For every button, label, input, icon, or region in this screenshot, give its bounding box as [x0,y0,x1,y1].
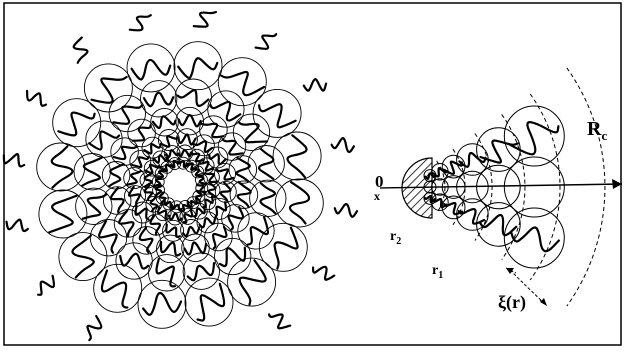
star-chain-end [194,12,216,27]
star-chain-segment [83,194,107,218]
star-chain-end [38,276,54,295]
star-chain-segment [140,228,153,253]
star-chain-segment [248,217,268,245]
star-chain-segment [288,135,307,177]
star-chain-segment [290,182,309,223]
star-chain-segment [200,218,216,227]
star-blob [174,42,222,90]
x-axis-label: x [374,189,380,203]
star-chain-segment [275,228,298,269]
Rc-label: Rc [587,118,607,143]
star-chain-segment [127,171,141,185]
xi-label: ξ(r) [498,292,526,313]
star-chain-segment [220,248,245,266]
star-chain-segment [89,131,119,149]
star-chain-end [74,38,88,63]
star-chain-segment [52,147,73,188]
star-polymer [4,12,357,340]
star-chain-end [7,220,28,231]
star-chain-segment [223,139,243,154]
schematic-chain-segment [511,228,559,252]
r2-label: r2 [390,229,401,247]
star-chain-segment [238,182,251,207]
star-chain-end [335,204,357,217]
star-chain-segment [165,201,173,207]
star-chain-end [27,91,46,106]
star-blob [259,223,307,271]
star-chain-segment [109,164,124,186]
star-blob [90,220,126,256]
star-chain-segment [161,242,180,255]
star-chain-segment [259,149,273,179]
star-chain-segment [178,90,209,106]
star-chain-segment [221,72,264,95]
star-chain-end [332,138,354,152]
star-blob [218,58,266,106]
star-chain-segment [228,207,243,229]
star-chain-segment [132,157,148,167]
star-chain-segment [49,196,76,233]
star-chain-segment [82,158,102,186]
star-blob [222,205,250,233]
r1-label: r1 [432,263,443,281]
star-chain-segment [120,254,148,269]
star-chain-segment [178,134,195,144]
star-blob [149,255,185,291]
star-chain-segment [92,77,127,103]
schematic-blob [442,196,465,219]
star-blob [86,121,122,157]
star-chain-end [313,267,334,280]
star-blob [39,190,87,238]
star-chain-segment [114,106,143,124]
star-blob [253,89,301,137]
star-blob [109,95,145,131]
star-chain-segment [259,104,296,127]
star-chain-end [87,316,101,340]
star-chain-segment [209,154,226,164]
star-blob [228,258,276,306]
star-chain-end [256,34,277,49]
star-chain-segment [260,183,275,213]
star-chain-segment [144,93,173,107]
star-chain-segment [153,116,176,128]
schematic-chain-segment [508,122,558,154]
star-chain-segment [178,58,217,78]
star-blob [103,187,131,215]
star-chain-segment [193,169,201,176]
star-blob [84,64,132,112]
star-chain-end [4,154,24,166]
star-chain-segment [111,188,124,213]
star-chain-segment [58,113,94,136]
star-chain-segment [179,115,201,126]
dashed-arc [567,68,605,306]
star-chain-segment [132,60,171,79]
star-blob [127,44,175,92]
star-blob [185,278,233,326]
star-chain-end [130,15,151,30]
star-chain-end [304,79,326,91]
xi-arrow-bottom [540,298,547,306]
star-chain-segment [114,147,137,159]
star-chain-end [269,314,290,328]
star-blob [53,99,101,147]
star-chain-segment [161,136,178,147]
star-chain-segment [143,293,181,315]
star-chain-segment [240,260,266,304]
blob-schematic [380,68,622,306]
star-blob [205,223,233,251]
